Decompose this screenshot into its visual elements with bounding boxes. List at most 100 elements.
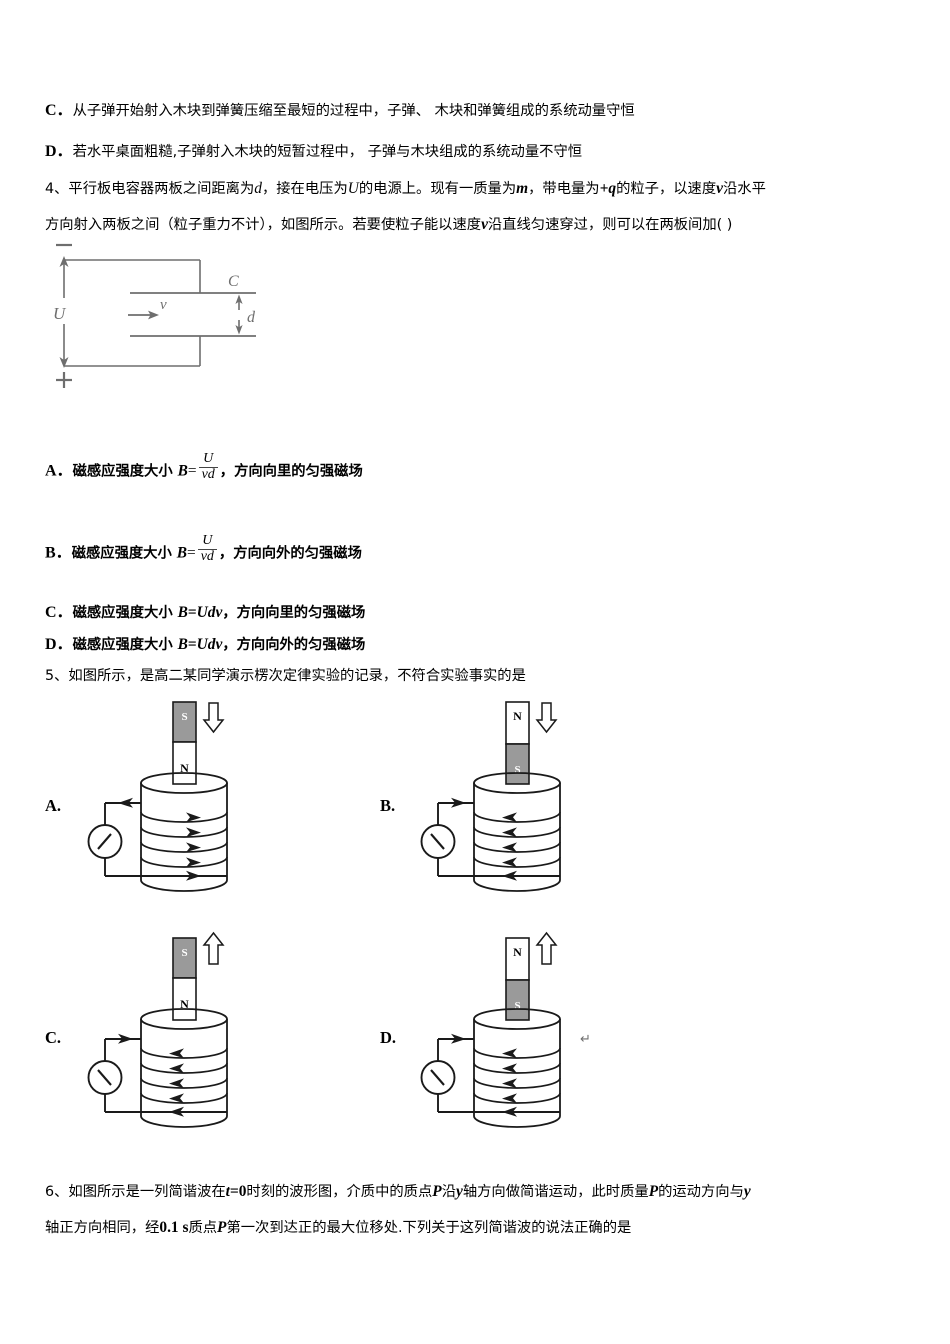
q6-time-value: 0.1 s (159, 1219, 189, 1236)
q4-option-c-symbol: B (177, 604, 188, 621)
external-current-arrow-b (451, 797, 466, 808)
q6-l1b: 时刻的波形图，介质中的质点 (246, 1184, 433, 1200)
question5-text: 如图所示，是高二某同学演示楞次定律实验的记录，不符合实验事实的是 (68, 668, 526, 684)
coil-windings-b (473, 811, 561, 868)
q4-l2-var-v: v (481, 216, 488, 233)
pilcrow-mark-icon: ↵ (580, 1032, 591, 1047)
circuit-wires-c (104, 1038, 227, 1113)
fraction-denominator: vd (197, 548, 217, 565)
lenz-figure-a: S N (85, 700, 310, 905)
bar-magnet-a: S N (172, 701, 197, 785)
q4-option-d-eq: = (187, 636, 197, 653)
q4-option-c-eq: = (187, 604, 197, 621)
q6-l1c: 沿 (441, 1184, 456, 1200)
q4-var-U: U (347, 180, 359, 197)
question6-stem-line2: 轴正方向相同，经0.1 s质点P第一次到达正的最大位移处.下列关于这列简谐波的说… (45, 1216, 631, 1237)
q4-option-a-letter: A． (45, 462, 73, 480)
question6-number: 6、 (45, 1184, 69, 1200)
capacitor-C-label: C (228, 273, 239, 290)
coil-cylinder-d (473, 1008, 561, 1128)
q4-option-c-post: ，方向向里的匀强磁场 (222, 605, 366, 621)
q6-l1e: 的运动方向与 (658, 1184, 744, 1200)
external-current-arrow-d (451, 1033, 466, 1044)
capacitor-gap-label: d (247, 309, 256, 326)
q6-var-P: P (432, 1183, 442, 1200)
q4-l2b: 沿直线匀速穿过，则可以在两板间加( ) (487, 217, 733, 233)
question6-stem-line1: 6、如图所示是一列简谐波在t=0时刻的波形图，介质中的质点P沿y轴方向做简谐运动… (45, 1180, 751, 1201)
lenz-figure-b: N S (418, 700, 643, 905)
q4-option-b-symbol: B (176, 544, 188, 562)
current-direction-arrows-a (186, 812, 201, 881)
q4-l1d: ，带电量为 (528, 181, 600, 197)
coil-windings-d (473, 1047, 561, 1104)
fraction-numerator: U (203, 451, 214, 466)
lenz-figure-d-label: D. (380, 1028, 397, 1047)
question3-option-d: D．若水平桌面粗糙,子弹射入木块的短暂过程中， 子弹与木块组成的系统动量不守恒 (45, 137, 582, 161)
q4-var-m: m (516, 180, 529, 197)
option-d-letter: D． (45, 143, 73, 160)
q6-l2b: 质点 (188, 1220, 218, 1236)
q4-option-c-expr: Udv (196, 604, 223, 621)
current-direction-arrows-c (169, 1048, 184, 1117)
q4-l1e: 的粒子，以速度 (616, 181, 717, 197)
coil-windings-c (140, 1047, 228, 1104)
magnet-pole-top-a: S (181, 711, 187, 723)
q4-option-a-symbol: B (177, 462, 188, 480)
magnet-pole-top-d: N (513, 945, 522, 959)
q6-l1d: 轴方向做简谐运动，此时质量 (462, 1184, 649, 1200)
capacitor-velocity-label: v (160, 297, 167, 313)
question4-option-d: D．磁感应强度大小 B=Udv，方向向外的匀强磁场 (45, 630, 365, 654)
question5-number: 5、 (45, 668, 69, 684)
q4-var-d: d (254, 180, 262, 197)
q4-l1c: 的电源上。现有一质量为 (358, 181, 517, 197)
q6-var-P2: P (648, 1183, 659, 1200)
q4-option-d-pre: 磁感应强度大小 (72, 637, 178, 653)
q6-l2-var-P: P (217, 1219, 227, 1236)
question3-option-c: C．从子弹开始射入木块到弹簧压缩至最短的过程中，子弹、 木块和弹簧组成的系统动量… (45, 96, 635, 120)
q4-option-a-eq: = (187, 462, 197, 480)
option-c-letter: C． (45, 102, 73, 119)
q4-option-d-symbol: B (177, 636, 188, 653)
magnet-pole-bottom-b: S (514, 764, 520, 776)
question4-stem-line1: 4、平行板电容器两板之间距离为d，接在电压为U的电源上。现有一质量为m，带电量为… (45, 177, 766, 198)
parallel-plate-capacitor-figure: U v C d (34, 236, 294, 391)
motion-arrow-down-icon-b (535, 702, 558, 734)
magnet-pole-top-c: S (181, 947, 187, 959)
q4-var-v: v (716, 180, 723, 197)
external-current-arrow-a (118, 797, 133, 808)
question4-number: 4、 (45, 181, 69, 197)
q6-var-y2: y (743, 1183, 751, 1200)
lenz-figure-d: N S (418, 930, 643, 1140)
lenz-figure-c-label: C. (45, 1028, 62, 1047)
q6-l1a: 如图所示是一列简谐波在 (68, 1184, 226, 1200)
motion-arrow-up-icon-c (202, 931, 225, 965)
magnet-pole-bottom-d: S (514, 1000, 520, 1012)
question4-option-c: C．磁感应强度大小 B=Udv，方向向里的匀强磁场 (45, 598, 365, 622)
magnet-pole-bottom-a: N (180, 761, 189, 775)
q4-l1f: 沿水平 (723, 181, 766, 197)
q4-option-d-letter: D． (45, 636, 73, 653)
coil-windings-a (140, 811, 228, 868)
lenz-figure-b-label: B. (380, 796, 396, 815)
bar-magnet-b: N S (505, 701, 530, 785)
option-d-text: 若水平桌面粗糙,子弹射入木块的短暂过程中， 子弹与木块组成的系统动量不守恒 (72, 144, 583, 160)
lenz-figure-c: S N (85, 930, 310, 1140)
coil-cylinder-b (473, 772, 561, 892)
q6-var-t: t (225, 1183, 230, 1200)
lenz-figure-a-label: A. (45, 796, 62, 815)
q6-eq0: =0 (229, 1183, 247, 1200)
q4-option-b-letter: B． (45, 544, 72, 562)
coil-cylinder-c (140, 1008, 228, 1128)
motion-arrow-up-icon-d (535, 931, 558, 965)
fraction-numerator: U (202, 533, 213, 548)
magnet-pole-top-b: N (513, 709, 522, 723)
q6-l2c: 第一次到达正的最大位移处.下列关于这列简谐波的说法正确的是 (226, 1220, 632, 1236)
q6-l2a: 轴正方向相同，经 (45, 1220, 160, 1236)
bar-magnet-d: N S (505, 937, 530, 1021)
q4-option-a-post: ，方向向里的匀强磁场 (219, 463, 363, 480)
q4-l1b: ，接在电压为 (261, 181, 348, 197)
